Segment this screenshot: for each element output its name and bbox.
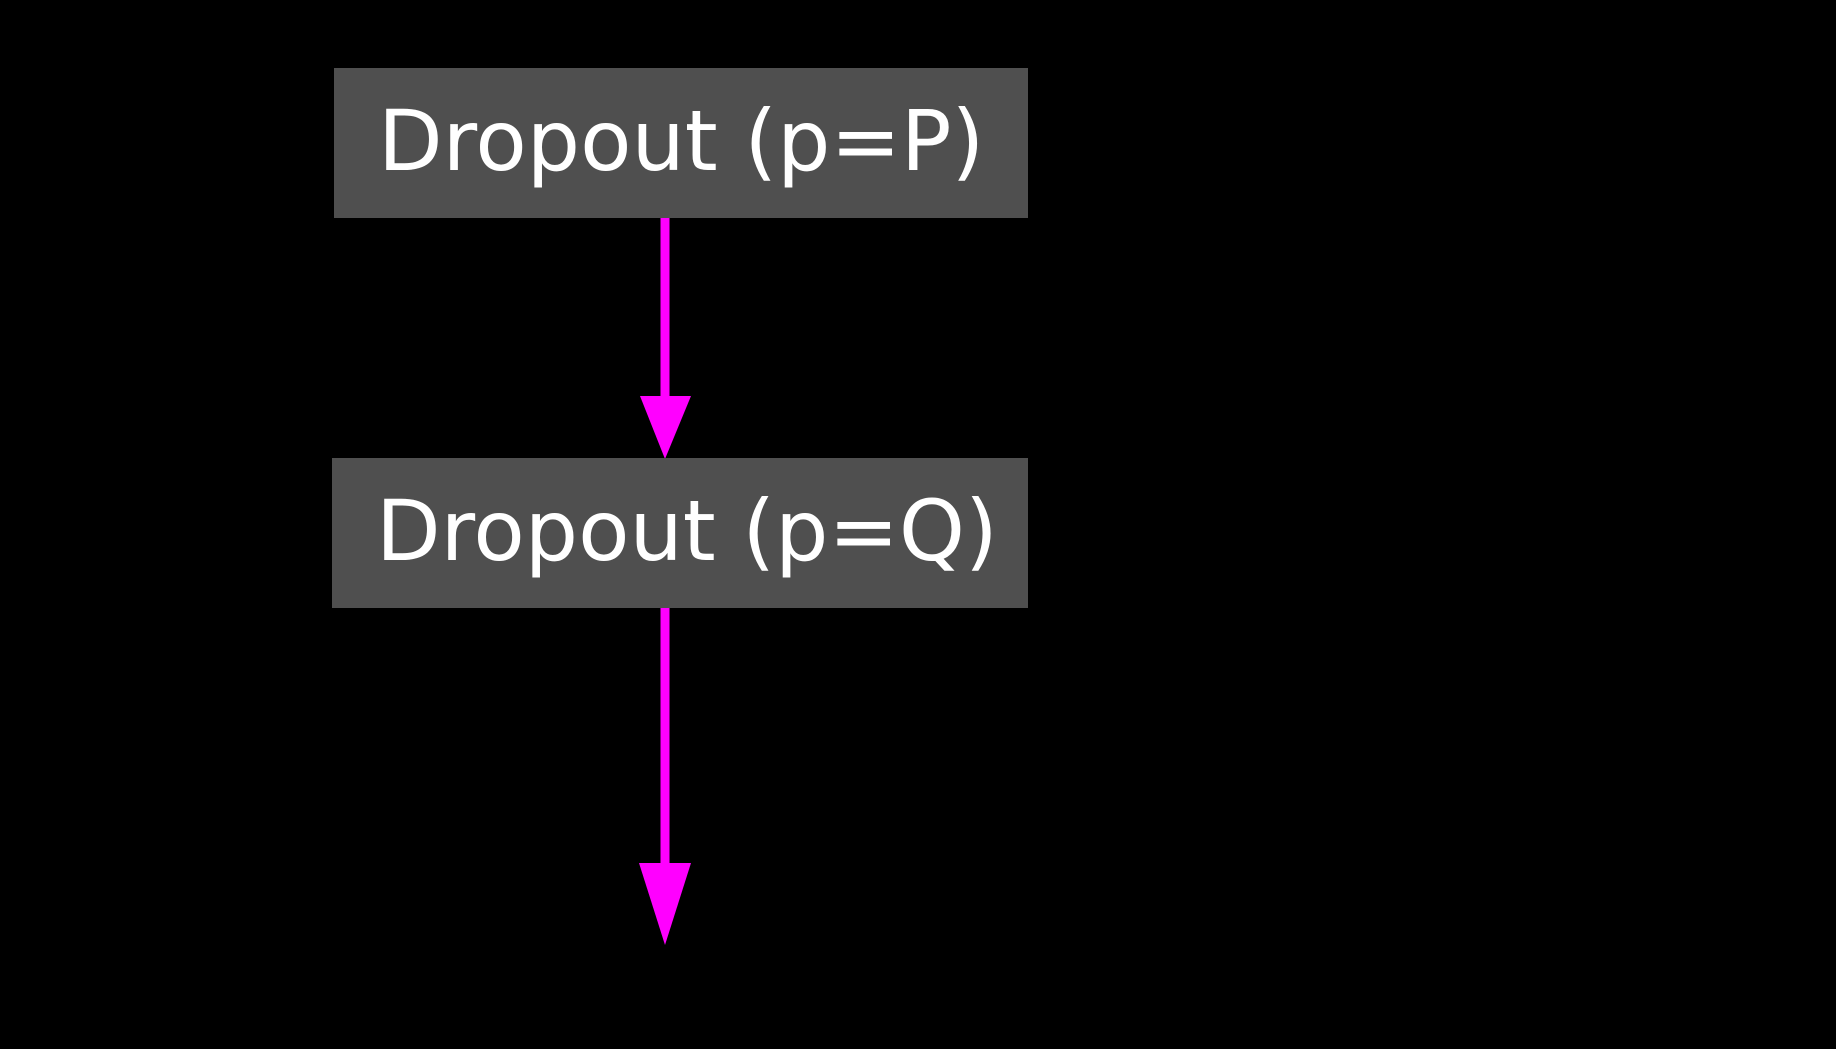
node-dropout-p[interactable]: Dropout (p=P)	[334, 68, 1028, 218]
node-label: Dropout (p=P)	[378, 92, 985, 190]
arrowhead-icon	[640, 396, 691, 459]
edge-dropout-q-to-output	[639, 608, 691, 945]
arrowhead-icon	[639, 863, 691, 945]
node-label: Dropout (p=Q)	[376, 482, 998, 580]
edge-dropout-p-to-dropout-q	[640, 218, 691, 459]
node-dropout-q[interactable]: Dropout (p=Q)	[332, 458, 1028, 608]
